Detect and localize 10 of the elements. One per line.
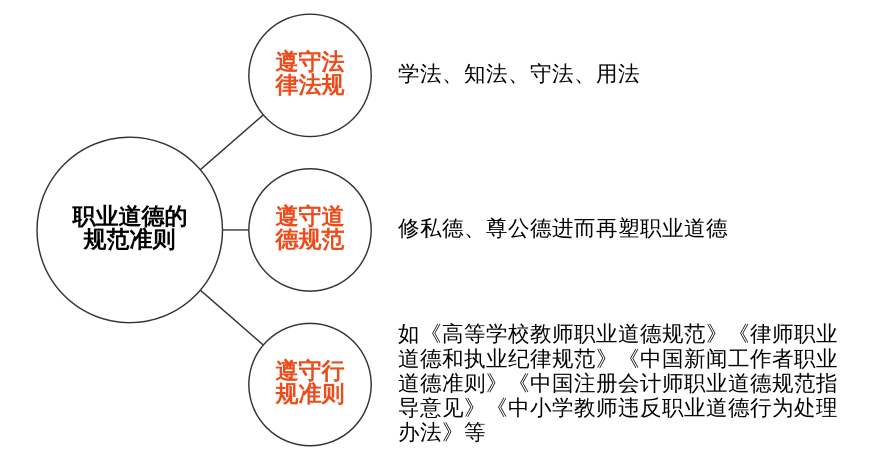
node-circle: 职业道德的规范准则 (36, 136, 224, 324)
connector (200, 114, 264, 170)
node-label: 如《高等学校教师职业道德规范》《律师职业道德和执业纪律规范》《中国新闻工作者职业道德准则》《中国注册会计师职业道德规范指导意见》《中小学教师违反职业道德行为处理办法》等 (398, 322, 838, 446)
node-circle: 遵守道德规范 (248, 168, 372, 292)
connector (200, 290, 264, 346)
node-circle: 遵守法律法规 (248, 13, 372, 138)
node-label: 修私德、尊公德进而再塑职业道德 (398, 216, 728, 242)
node-label: 学法、知法、守法、用法 (398, 62, 640, 88)
node-circle: 遵守行规准则 (248, 322, 372, 446)
connector (223, 229, 248, 231)
